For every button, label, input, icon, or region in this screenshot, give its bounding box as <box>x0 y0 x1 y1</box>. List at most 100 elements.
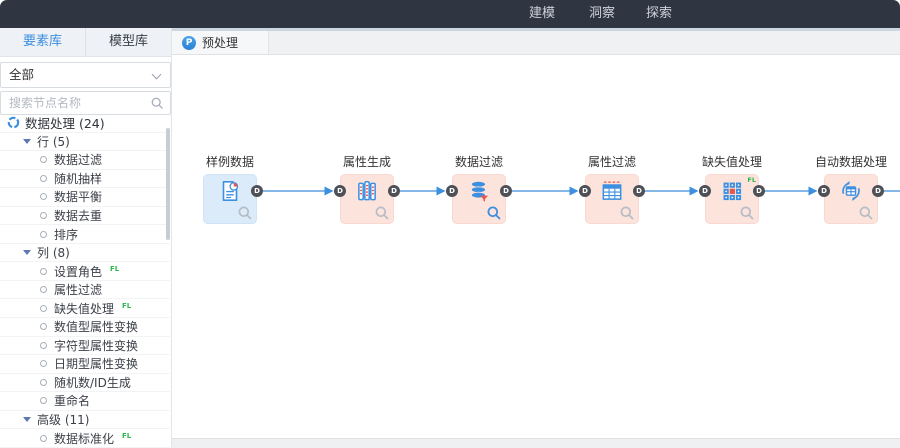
tree-item-random-sampling[interactable]: 随机抽样 <box>0 170 170 189</box>
input-port[interactable]: D <box>446 185 458 197</box>
canvas-tab-preprocess[interactable]: P 预处理 <box>172 31 270 54</box>
flow-node-data-filter[interactable]: 数据过滤 D D <box>439 154 519 224</box>
tree-section-label: 高级 (11) <box>37 413 90 428</box>
node-tree: 数据处理 (24) 行 (5) 数据过滤 随机抽样 数据平衡 数据去重 <box>0 114 170 448</box>
tree-item-label: 数据去重 <box>54 209 103 223</box>
tree-item-label: 设置角色 <box>54 264 103 279</box>
sidebar-tabs: 要素库 模型库 <box>0 28 171 57</box>
fl-badge: FL <box>122 302 132 311</box>
chevron-down-icon <box>151 69 162 80</box>
node-bullet-icon <box>40 341 47 349</box>
node-box[interactable] <box>340 174 394 224</box>
flow-node-attr-filter[interactable]: 属性过滤 D D <box>572 154 652 224</box>
tree-item-label: 数据平衡 <box>54 190 103 205</box>
search-input[interactable] <box>1 92 170 114</box>
magnifier-icon[interactable] <box>619 205 635 221</box>
magnifier-icon[interactable] <box>739 205 755 221</box>
node-label: 样例数据 <box>205 155 254 169</box>
caret-down-icon <box>23 250 31 256</box>
process-p-icon: P <box>182 35 196 50</box>
node-bullet-icon <box>40 397 47 405</box>
tab-element-library[interactable]: 要素库 <box>22 34 62 49</box>
input-port[interactable]: D <box>334 185 346 197</box>
magnifier-icon[interactable] <box>486 205 502 221</box>
node-bullet-icon <box>40 304 47 312</box>
nav-item-modeling[interactable]: 建模 <box>529 6 556 21</box>
flow-node-missing-value[interactable]: 缺失值处理 FL <box>692 154 772 224</box>
node-box[interactable] <box>824 174 878 224</box>
search-icon[interactable] <box>150 96 165 111</box>
tab-model-library[interactable]: 模型库 <box>85 28 171 56</box>
node-bullet-icon <box>40 434 47 442</box>
output-port[interactable]: D <box>251 185 263 197</box>
tree-item-random-id[interactable]: 随机数/ID生成 <box>0 374 170 393</box>
output-port[interactable]: D <box>753 185 765 197</box>
file-chart-icon <box>222 180 239 202</box>
node-box[interactable] <box>203 174 257 224</box>
output-port[interactable]: D <box>388 185 400 197</box>
top-nav-bar: 建模 洞察 探索 <box>0 0 900 28</box>
output-port[interactable]: D <box>633 185 645 197</box>
tree-item-standardize[interactable]: 数据标准化 FL <box>0 429 170 448</box>
tree-item-data-balance[interactable]: 数据平衡 <box>0 188 170 207</box>
tree-item-numeric-transform[interactable]: 数值型属性变换 <box>0 318 170 337</box>
canvas-horizontal-scrollbar[interactable] <box>172 438 900 448</box>
tree-item-label: 排序 <box>54 227 79 242</box>
category-select-value: 全部 <box>9 67 35 82</box>
node-label: 自动数据处理 <box>814 155 887 169</box>
tree-item-label: 重命名 <box>54 394 91 409</box>
magnifier-icon[interactable] <box>374 205 390 221</box>
node-bullet-icon <box>40 286 47 294</box>
tree-item-string-transform[interactable]: 字符型属性变换 <box>0 337 170 356</box>
tree-item-rename[interactable]: 重命名 <box>0 392 170 411</box>
tree-item-set-role[interactable]: 设置角色 FL <box>0 262 170 281</box>
tree-item-missing-value[interactable]: 缺失值处理 FL <box>0 299 170 319</box>
nav-item-insight[interactable]: 洞察 <box>589 6 616 21</box>
category-select[interactable]: 全部 <box>0 62 171 88</box>
sidebar-scrollbar-thumb[interactable] <box>166 128 170 240</box>
tree-group-data-processing[interactable]: 数据处理 (24) <box>0 114 170 133</box>
nav-item-explore[interactable]: 探索 <box>646 6 673 21</box>
flow-node-auto-process[interactable]: 自动数据处理 D D <box>811 154 891 224</box>
tree-item-date-transform[interactable]: 日期型属性变换 <box>0 355 170 374</box>
flow-node-attr-generate[interactable]: 属性生成 D D <box>327 154 407 224</box>
tree-item-label: 日期型属性变换 <box>54 357 139 372</box>
node-label: 缺失值处理 <box>701 155 762 169</box>
node-bullet-icon <box>40 267 47 275</box>
node-label: 数据过滤 <box>454 155 503 169</box>
table-filter-icon <box>602 181 622 200</box>
tree-item-dedupe[interactable]: 数据去重 <box>0 207 170 226</box>
input-port[interactable]: D <box>579 185 591 197</box>
tree-section-advanced[interactable]: 高级 (11) <box>0 411 170 430</box>
node-box[interactable] <box>452 174 506 224</box>
input-port[interactable]: D <box>818 185 830 197</box>
output-port[interactable]: D <box>872 185 884 197</box>
node-box[interactable] <box>585 174 639 224</box>
ring-icon <box>7 116 20 129</box>
tree-section-label: 列 (8) <box>37 246 70 261</box>
input-port[interactable]: D <box>699 185 711 197</box>
tree-item-data-filter[interactable]: 数据过滤 <box>0 151 170 170</box>
magnifier-icon[interactable] <box>858 205 874 221</box>
node-box[interactable]: FL <box>705 174 759 224</box>
output-port[interactable]: D <box>500 185 512 197</box>
node-bullet-icon <box>40 360 47 368</box>
magnifier-icon[interactable] <box>237 205 253 221</box>
tree-section-rows[interactable]: 行 (5) <box>0 133 170 152</box>
flow-node-sample-data[interactable]: 样例数据 D <box>190 154 270 224</box>
tree-item-attr-filter[interactable]: 属性过滤 <box>0 281 170 300</box>
sidebar: 要素库 模型库 全部 数据处理 (24) 行 (5) <box>0 28 172 448</box>
search-box <box>0 91 171 115</box>
tree-item-label: 缺失值处理 <box>54 301 115 316</box>
node-bullet-icon <box>40 212 47 219</box>
tree-item-label: 随机数/ID生成 <box>54 375 131 390</box>
fl-badge: FL <box>747 176 756 184</box>
flow-canvas[interactable]: P 预处理 样例数据 <box>172 28 900 448</box>
caret-down-icon <box>23 417 31 423</box>
tree-section-columns[interactable]: 列 (8) <box>0 244 170 263</box>
canvas-tab-strip: P 预处理 <box>172 31 900 55</box>
canvas-top-accent <box>172 28 900 31</box>
tree-item-sort[interactable]: 排序 <box>0 225 170 244</box>
tree-item-label: 字符型属性变换 <box>54 338 139 353</box>
